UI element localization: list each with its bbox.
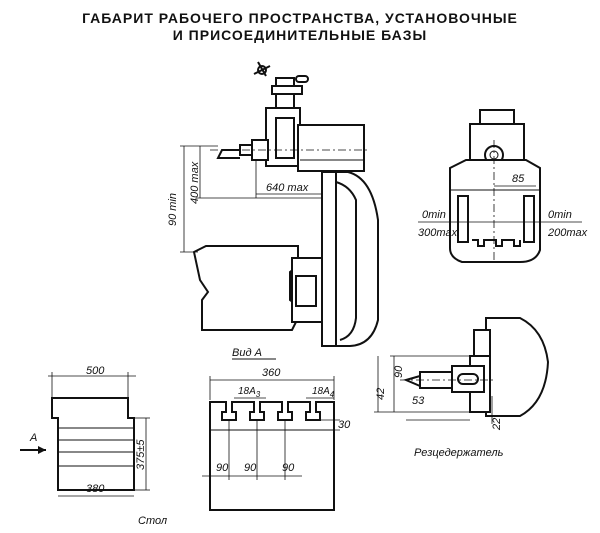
title-line-1: ГАБАРИТ РАБОЧЕГО ПРОСТРАНСТВА, УСТАНОВОЧ… (82, 10, 518, 26)
dim-85: 85 (512, 173, 525, 185)
dim-90-min: 90 min (167, 193, 179, 226)
left-travel-min: 0min (422, 209, 446, 221)
table-height-375: 375±5 (135, 439, 147, 470)
slot-label-2: 18A4 (312, 386, 335, 399)
table-width-500: 500 (86, 365, 105, 377)
view-a-label: Вид А (232, 347, 262, 359)
dim-400-max: 400 max (189, 161, 201, 204)
table-base-380: 380 (86, 483, 105, 495)
dim-42: 42 (375, 388, 387, 400)
arrow-label-a: A (29, 432, 37, 444)
right-travel-min: 0min (548, 209, 572, 221)
view-a: Вид А 360 18A3 18A4 30 90 90 90 (202, 347, 351, 511)
dim-53: 53 (412, 395, 425, 407)
tool-holder-view: 90 42 53 22 Резцедержатель (374, 317, 550, 459)
left-travel-max: 300max (418, 227, 458, 239)
spacing-3: 90 (282, 462, 295, 474)
width-360: 360 (262, 367, 281, 379)
spacing-1: 90 (216, 462, 229, 474)
table-view: 500 375±5 380 A Стол (20, 365, 167, 527)
side-view: 90 min 400 max 640 max (167, 61, 379, 347)
depth-30: 30 (338, 419, 351, 431)
spacing-2: 90 (244, 462, 257, 474)
dim-640-max: 640 max (266, 182, 309, 194)
right-travel-max: 200max (547, 227, 588, 239)
table-caption: Стол (138, 515, 167, 527)
front-view: 85 0min 300max 0min 200max (418, 109, 588, 263)
slot-label-1: 18A3 (238, 386, 261, 399)
tool-holder-caption: Резцедержатель (414, 447, 504, 459)
dim-22: 22 (491, 418, 503, 431)
dim-90: 90 (393, 365, 405, 378)
title-line-2: И ПРИСОЕДИНИТЕЛЬНЫЕ БАЗЫ (172, 27, 428, 43)
